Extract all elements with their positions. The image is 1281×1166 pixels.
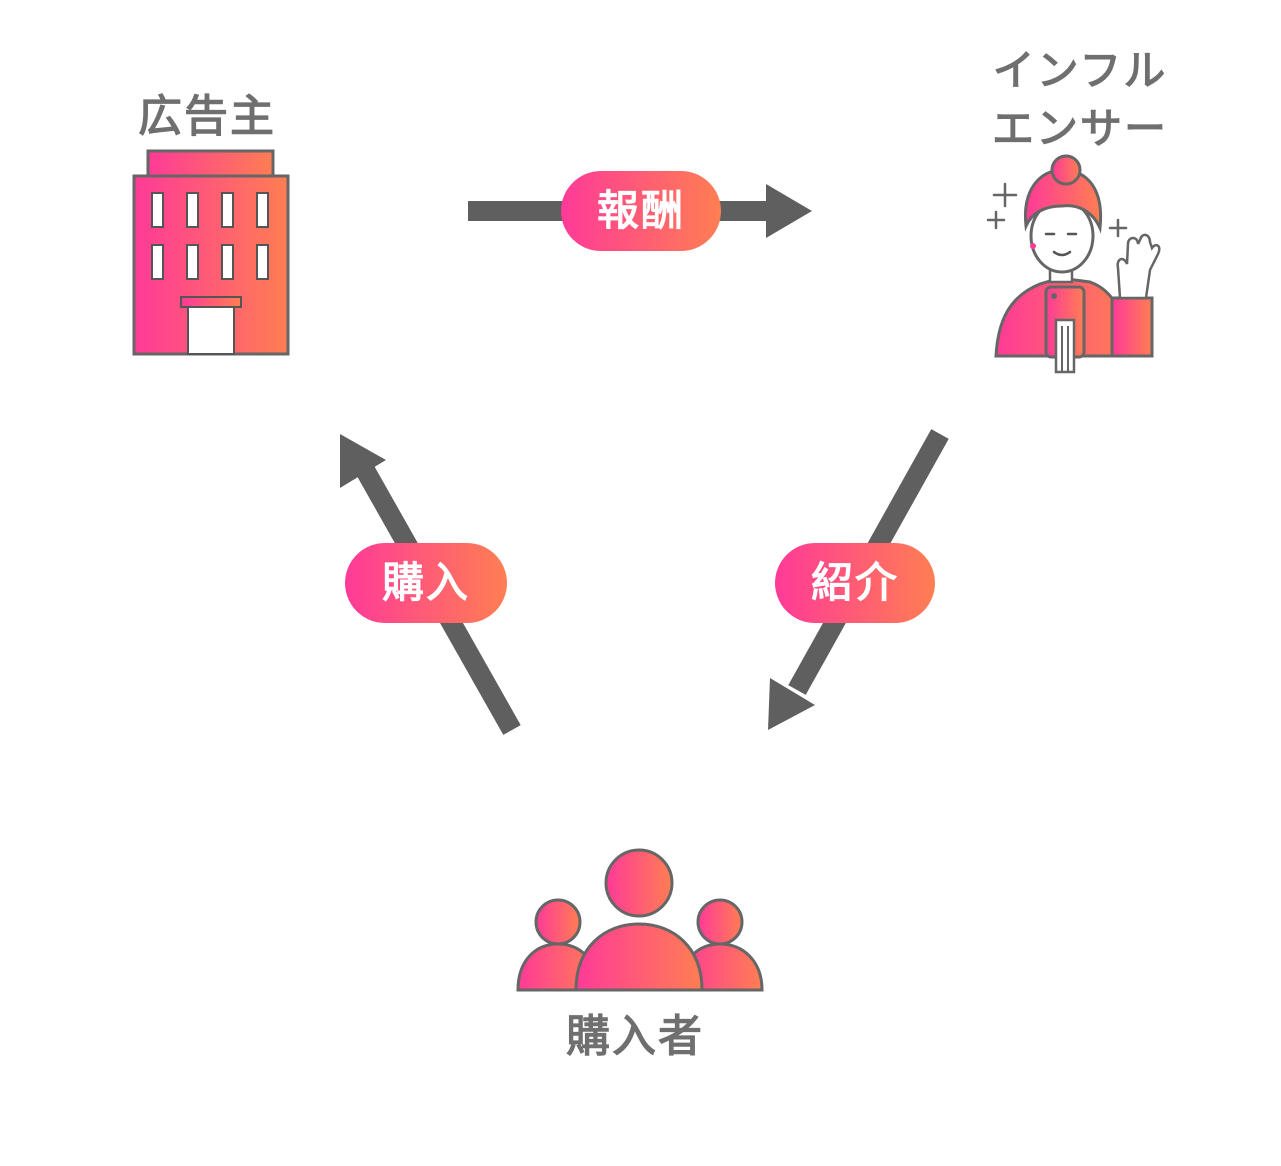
purchase-pill: 購入	[345, 543, 507, 623]
advertiser-label: 広告主	[138, 91, 276, 142]
influencer-label-line1: インフル	[992, 46, 1168, 95]
influencer-label: インフル エンサー	[985, 42, 1175, 158]
people-group-icon	[516, 848, 764, 992]
influencer-label-line2: エンサー	[991, 104, 1168, 153]
buyer-label: 購入者	[566, 1011, 704, 1062]
building-icon	[132, 149, 290, 356]
reward-pill: 報酬	[561, 171, 721, 251]
introduction-pill: 紹介	[775, 543, 935, 623]
influencer-person-icon	[986, 154, 1161, 374]
